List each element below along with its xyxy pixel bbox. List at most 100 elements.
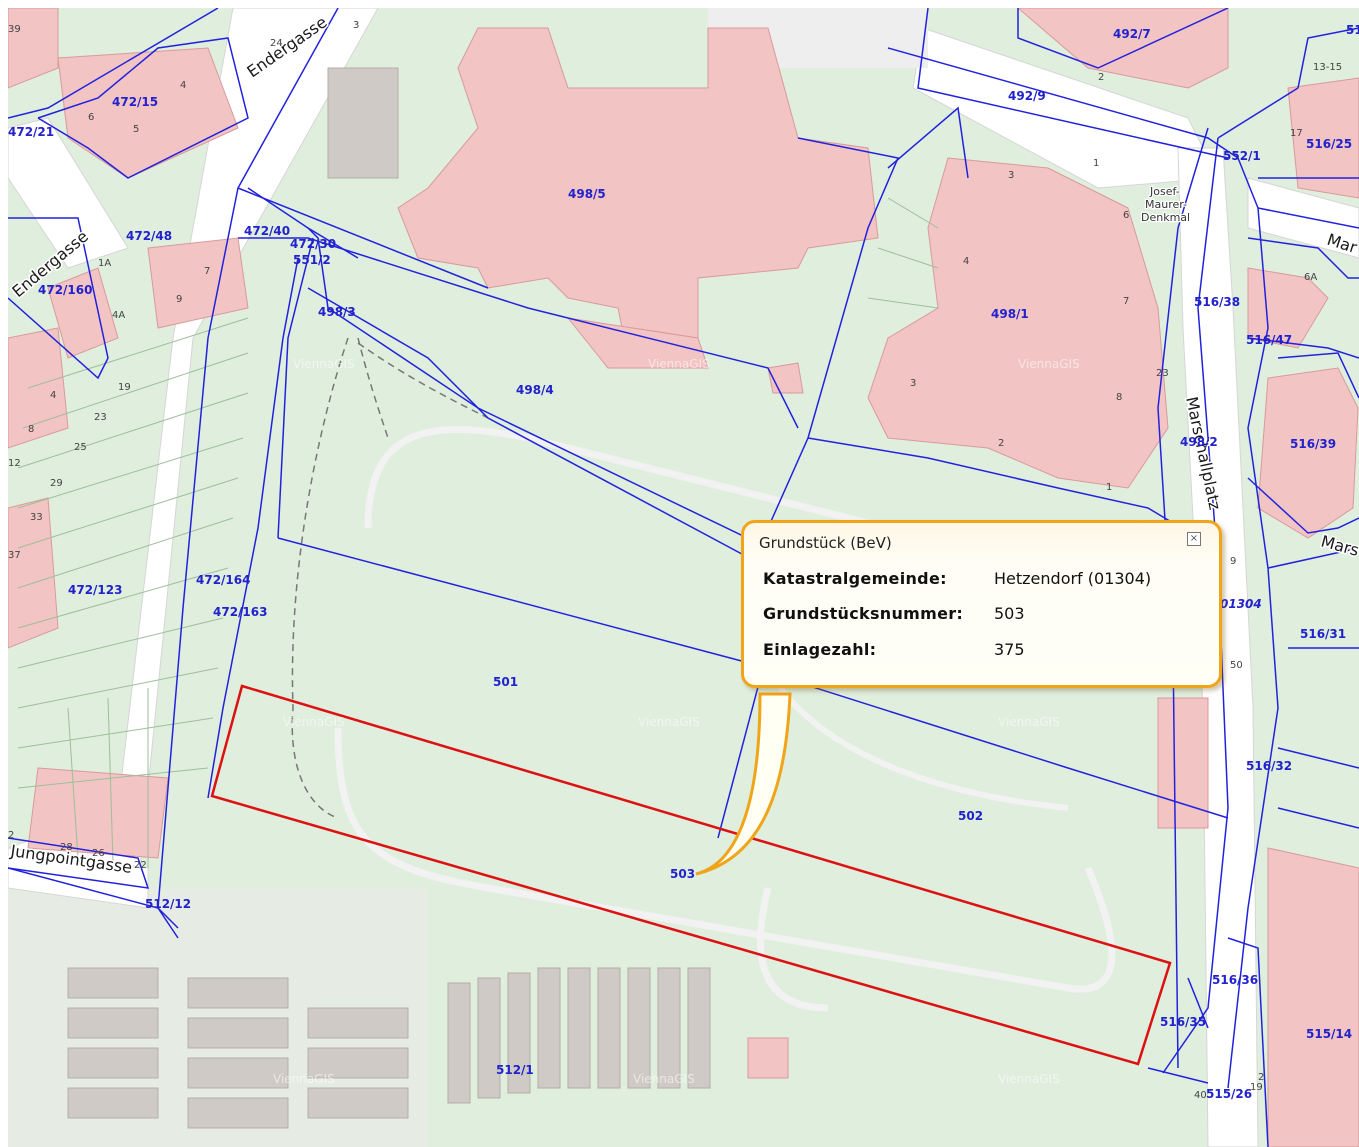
house-number: 1	[1106, 482, 1112, 493]
house-number: 28	[60, 842, 73, 853]
house-number: 1	[1093, 158, 1099, 169]
parcel-label: 472/30	[290, 237, 336, 251]
house-number: 6	[1123, 210, 1129, 221]
watermark-text: ViennaGIS	[638, 715, 700, 729]
parcel-label: 551/2	[293, 253, 331, 267]
house-number: 26	[92, 848, 105, 859]
road-endergasse	[8, 8, 379, 889]
strip	[567, 967, 591, 1089]
building-top-right	[1017, 8, 1229, 89]
dashed-path-3	[357, 342, 489, 419]
parcel-label: 472/40	[244, 224, 290, 238]
house-number: 40	[1194, 1090, 1207, 1101]
house-number: 6A	[1304, 272, 1317, 283]
house-number: 13-15	[1313, 62, 1342, 73]
parcel-label: 492/7	[1113, 27, 1151, 41]
house-number: 24	[270, 38, 283, 49]
parcel-label: 498/5	[568, 187, 606, 201]
watermark-text: ViennaGIS	[998, 1072, 1060, 1086]
strip	[597, 967, 621, 1089]
strip	[187, 977, 289, 1009]
parcel-label: 502	[958, 809, 983, 823]
house-number: 25	[74, 442, 87, 453]
road-marschallplatz-north	[1247, 177, 1359, 259]
parcel-label-503: 503	[670, 867, 695, 881]
park-path-1	[364, 426, 889, 532]
parcel-label: 501	[493, 675, 518, 689]
parcel-label: 516/47	[1246, 333, 1292, 347]
house-number: 39	[8, 24, 21, 35]
house-number: 7	[1123, 296, 1129, 307]
popup-row-value: 503	[994, 604, 1025, 623]
house-number: 3	[1008, 170, 1014, 181]
house-number: 4A	[112, 310, 125, 321]
building-left-1	[8, 327, 69, 449]
house-number: 2	[1098, 72, 1104, 83]
strip	[67, 1087, 159, 1119]
house-number: 2	[998, 438, 1004, 449]
watermark-text: ViennaGIS	[273, 1072, 335, 1086]
building-right-strip	[1157, 697, 1209, 829]
house-number: 37	[8, 550, 21, 561]
building-church	[1257, 367, 1359, 539]
house-number: 8	[28, 424, 34, 435]
house-number: 19	[1250, 1082, 1263, 1093]
landmark-line-2: Maurer-	[1145, 198, 1187, 211]
strip	[307, 1087, 409, 1119]
strip	[187, 1097, 289, 1129]
popup-row-grundstuecksnummer: Grundstücksnummer: 503	[763, 604, 1025, 623]
landmark-line-3: Denkmal	[1141, 211, 1190, 224]
parcel-label: 472/123	[68, 583, 122, 597]
watermark-text: ViennaGIS	[1018, 357, 1080, 371]
close-icon[interactable]: ×	[1187, 532, 1201, 546]
parcel-label: 516/36	[1212, 973, 1258, 987]
parcel-label: 472/163	[213, 605, 267, 619]
house-number: 8	[1116, 392, 1122, 403]
parcel-label: 512/12	[145, 897, 191, 911]
parcel-label: 516/38	[1194, 295, 1240, 309]
road-north	[912, 27, 1219, 189]
parcel-info-popup: Grundstück (BeV) × Katastralgemeinde: He…	[741, 520, 1222, 688]
house-number: 1A	[98, 258, 111, 269]
allotment-strips	[67, 67, 711, 1129]
house-number: 23	[1156, 368, 1169, 379]
house-number: 5	[133, 124, 139, 135]
parcel-label: 498/2	[1180, 435, 1218, 449]
watermark-text: ViennaGIS	[998, 715, 1060, 729]
house-number: 50	[1230, 660, 1243, 671]
parcel-label: 552/1	[1223, 149, 1261, 163]
map-view[interactable]: ViennaGIS ViennaGIS ViennaGIS ViennaGIS …	[8, 8, 1359, 1147]
house-number: 2	[1258, 1072, 1264, 1083]
house-number: 2	[8, 830, 14, 841]
building-top-left	[8, 8, 59, 89]
strip	[67, 967, 159, 999]
strip	[307, 1047, 409, 1079]
selected-parcel-503[interactable]	[210, 684, 1172, 1066]
parcel-label-kg: 01304	[1220, 597, 1262, 611]
landmark-line-1: Josef-	[1149, 185, 1180, 198]
strip	[447, 982, 471, 1104]
house-number: 3	[910, 378, 916, 389]
building-complex-east	[867, 157, 1169, 489]
house-number: 22	[134, 860, 147, 871]
watermark-text: ViennaGIS	[648, 357, 710, 371]
popup-row-label: Einlagezahl:	[763, 640, 877, 659]
house-number: 6	[88, 112, 94, 123]
park-path-2	[334, 727, 1116, 993]
building-left-2	[8, 497, 59, 649]
popup-row-value: Hetzendorf (01304)	[994, 569, 1152, 588]
house-number: 12	[8, 458, 21, 469]
building-schloss-south	[566, 317, 709, 369]
watermark-text: ViennaGIS	[293, 357, 355, 371]
strip	[307, 1007, 409, 1039]
building-grey-top	[327, 67, 399, 179]
popup-row-label: Grundstücksnummer:	[763, 604, 964, 623]
strip	[627, 967, 651, 1089]
strip	[537, 967, 561, 1089]
strip	[657, 967, 681, 1089]
house-number: 9	[1230, 556, 1236, 567]
popup-title: Grundstück (BeV)	[759, 534, 892, 552]
lot-lines	[17, 197, 939, 868]
parcel-label: 515/26	[1206, 1087, 1252, 1101]
parcel-label: 472/164	[196, 573, 250, 587]
